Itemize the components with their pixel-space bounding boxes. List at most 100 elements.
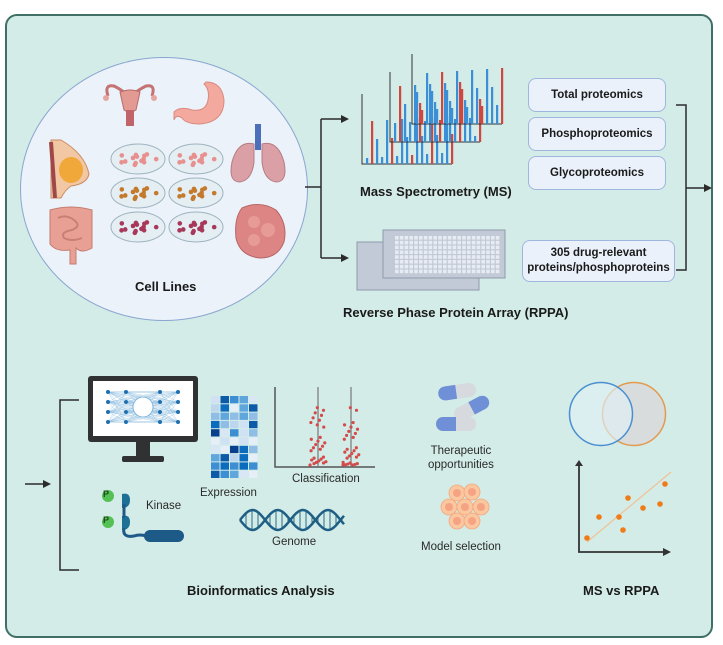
network-node [124, 390, 128, 394]
spectrum-peak [366, 158, 369, 164]
spectrum-peak [436, 109, 439, 124]
data-point [347, 429, 351, 433]
heatmap-cell [220, 454, 229, 462]
data-point [313, 411, 317, 415]
heatmap-cell [249, 404, 258, 412]
data-point [311, 416, 315, 420]
data-point [343, 450, 347, 454]
scatter-point [657, 501, 663, 507]
venn-diagram-icon [568, 381, 667, 447]
data-point [309, 437, 313, 441]
ms-vs-rppa-label: MS vs RPPA [583, 583, 660, 598]
spectrum-peak [446, 116, 449, 164]
data-point [347, 454, 352, 458]
spectrum-peak [404, 104, 407, 142]
scatter-point [584, 535, 590, 541]
heatmap-cell [239, 462, 248, 470]
data-point [350, 451, 354, 456]
y-axis-arrow [575, 460, 583, 466]
data-point [343, 463, 348, 467]
data-point [345, 456, 349, 460]
data-point [353, 431, 357, 436]
spectrum-peak [446, 90, 449, 124]
heatmap-cell [249, 420, 258, 429]
data-point [318, 435, 322, 439]
data-point [321, 408, 326, 412]
heatmap-cell [220, 470, 229, 478]
heatmap-cell [239, 454, 248, 462]
phospho-p-label-2: P [103, 515, 110, 525]
spectrum-peak [406, 137, 409, 164]
heatmap-cell [211, 412, 220, 420]
spectrum-peak [414, 85, 417, 142]
spectrum-peak [429, 84, 432, 142]
data-point [320, 444, 325, 448]
data-point [315, 406, 319, 410]
data-point [310, 458, 314, 462]
heatmap-cell [230, 429, 239, 437]
data-point [317, 459, 321, 463]
network-node [124, 420, 128, 424]
data-point [354, 446, 358, 450]
spectrum-peak [396, 156, 399, 164]
network-node [106, 390, 110, 394]
network-node [158, 390, 162, 394]
heatmap-cell [230, 462, 239, 470]
heatmap-cell [249, 429, 258, 437]
heatmap-cell [220, 412, 229, 420]
spectrum-peak [449, 101, 452, 142]
therapeutic-label: Therapeutic opportunities [428, 444, 494, 473]
spectrum-peak [451, 134, 454, 164]
heatmap-cell [239, 420, 248, 429]
expression-label: Expression [200, 487, 257, 499]
heatmap-cell [220, 396, 229, 404]
lung-icon [230, 124, 286, 183]
data-point [341, 463, 345, 467]
network-node [176, 410, 180, 414]
data-point [323, 441, 327, 445]
data-point [350, 463, 355, 467]
spectrum-peak [454, 119, 457, 142]
data-point [357, 453, 361, 457]
spectrum-peak [491, 87, 494, 124]
heatmap-cell [220, 404, 229, 412]
rppa-slides-icon [356, 229, 506, 291]
output-bracket-arrow [676, 104, 712, 271]
heatmap-cell [220, 445, 229, 454]
kinase-label: Kinase [146, 500, 182, 512]
heatmap-cell [230, 470, 239, 478]
liver-icon [235, 204, 286, 259]
petri-dishes [110, 143, 224, 243]
data-point [354, 408, 359, 412]
breast-icon [49, 139, 90, 199]
petri-dish [110, 143, 166, 175]
heatmap-cell [211, 396, 220, 404]
heatmap-cell [230, 412, 239, 420]
data-point [321, 455, 326, 459]
network-node [106, 410, 110, 414]
classification-label: Classification [292, 473, 360, 485]
pill-rppa-line2: proteins/phosphoproteins [527, 262, 670, 274]
kinase-icon [102, 490, 184, 542]
spectrum-peak [426, 154, 429, 164]
pill-phosphoproteomics: Phosphoproteomics [528, 117, 666, 151]
model-selection-label: Model selection [421, 541, 501, 553]
heatmap-cell [239, 412, 248, 420]
heatmap-cell [230, 437, 239, 445]
pill-total-proteomics: Total proteomics [528, 78, 666, 112]
heatmap-cell [249, 396, 258, 404]
heatmap-cell [239, 470, 248, 478]
data-point [316, 439, 320, 443]
spectrum-peak [381, 157, 384, 164]
spectrum-peak [386, 120, 389, 164]
spectrum-peak [419, 103, 422, 142]
heatmap-cell [220, 420, 229, 429]
spectrum-peak [421, 110, 424, 124]
data-point [319, 413, 324, 417]
spectrum-peak [451, 108, 454, 124]
data-point [355, 427, 360, 431]
heatmap-cell [220, 437, 229, 445]
scatter-axes [578, 462, 669, 553]
data-point [342, 437, 346, 441]
stomach-icon [173, 81, 225, 125]
